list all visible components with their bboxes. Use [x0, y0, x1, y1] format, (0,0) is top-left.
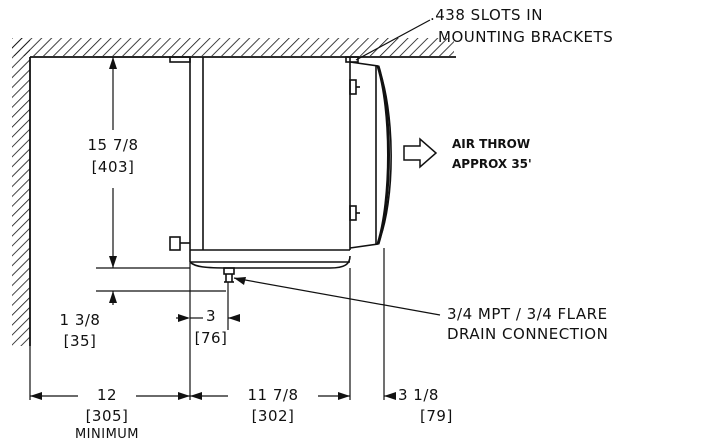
air-throw-line2: APPROX 35' — [452, 157, 532, 171]
unit-body — [169, 56, 392, 283]
air-throw-line1: AIR THROW — [452, 137, 531, 151]
drain-offset-dim-metric: [76] — [194, 329, 228, 347]
depth-dim-metric: [302] — [251, 407, 295, 425]
height-dim-imperial: 15 7/8 — [87, 136, 139, 154]
drain-callout-line1: 3/4 MPT / 3/4 FLARE — [447, 305, 608, 323]
arrowheads — [30, 57, 396, 400]
slots-callout-line2: MOUNTING BRACKETS — [438, 28, 614, 46]
wall-clearance-dim-metric: [305] — [85, 407, 129, 425]
depth-dim-imperial: 11 7/8 — [247, 386, 299, 404]
front-dim-metric: [79] — [420, 407, 453, 425]
front-dim-imperial: 3 1/8 — [398, 386, 439, 404]
ceiling-hatch — [12, 38, 454, 56]
height-dim-metric: [403] — [91, 158, 135, 176]
drop-dim-metric: [35] — [63, 332, 97, 350]
wall-clearance-dim-note: MINIMUM — [74, 427, 140, 442]
wall-clearance-dim-imperial: 12 — [96, 386, 118, 404]
drain-offset-dim-imperial: 3 — [205, 307, 217, 325]
drain-callout-line2: DRAIN CONNECTION — [447, 325, 609, 343]
wall-hatch — [12, 38, 30, 346]
outline-right-arrow-icon — [403, 137, 438, 169]
slots-callout-line1: .438 SLOTS IN — [430, 6, 543, 24]
drop-dim-imperial: 1 3/8 — [59, 311, 101, 329]
